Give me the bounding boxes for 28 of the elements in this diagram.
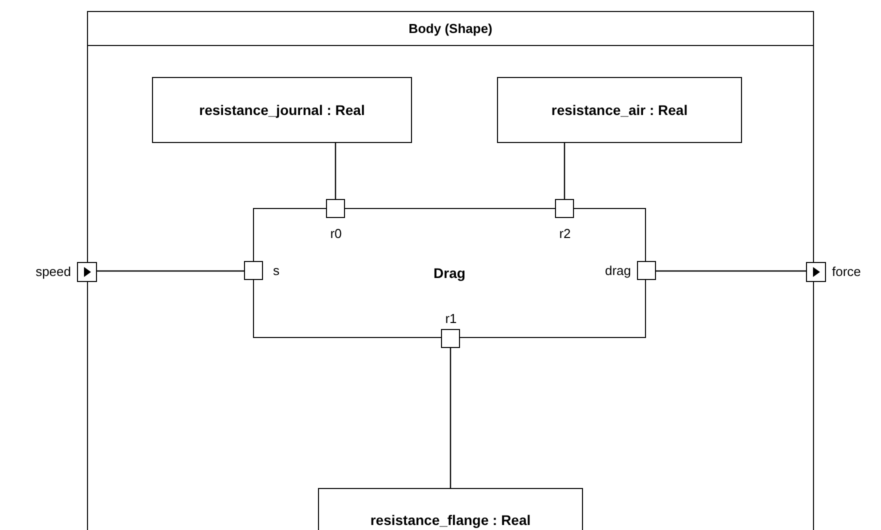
- port-label: force: [832, 264, 861, 279]
- block-box: [497, 77, 742, 143]
- connector-line: [564, 143, 566, 199]
- connector-line: [450, 348, 452, 488]
- port-label: s: [273, 263, 280, 278]
- connector-line: [97, 270, 244, 272]
- port-box: [637, 261, 656, 280]
- block-label: resistance_air : Real: [551, 102, 688, 118]
- block-box: [152, 77, 412, 143]
- port-box: [244, 261, 263, 280]
- frame-box: [87, 11, 814, 530]
- frame-title: Body (Shape): [88, 12, 813, 46]
- connector-line: [334, 143, 336, 199]
- block-label: Drag: [434, 265, 466, 281]
- block-label: resistance_flange : Real: [370, 512, 531, 528]
- port-box: [555, 199, 574, 218]
- port-box: [441, 329, 460, 348]
- port-label: speed: [36, 264, 71, 279]
- port-box: [326, 199, 345, 218]
- port-label: drag: [604, 263, 631, 278]
- block-label: resistance_journal : Real: [199, 102, 365, 118]
- block-box: [253, 208, 646, 338]
- flow-port: [806, 262, 826, 282]
- connector-line: [656, 270, 806, 272]
- flow-port: [77, 262, 97, 282]
- port-label: r1: [445, 311, 457, 326]
- port-label: r0: [330, 226, 342, 241]
- port-label: r2: [559, 226, 571, 241]
